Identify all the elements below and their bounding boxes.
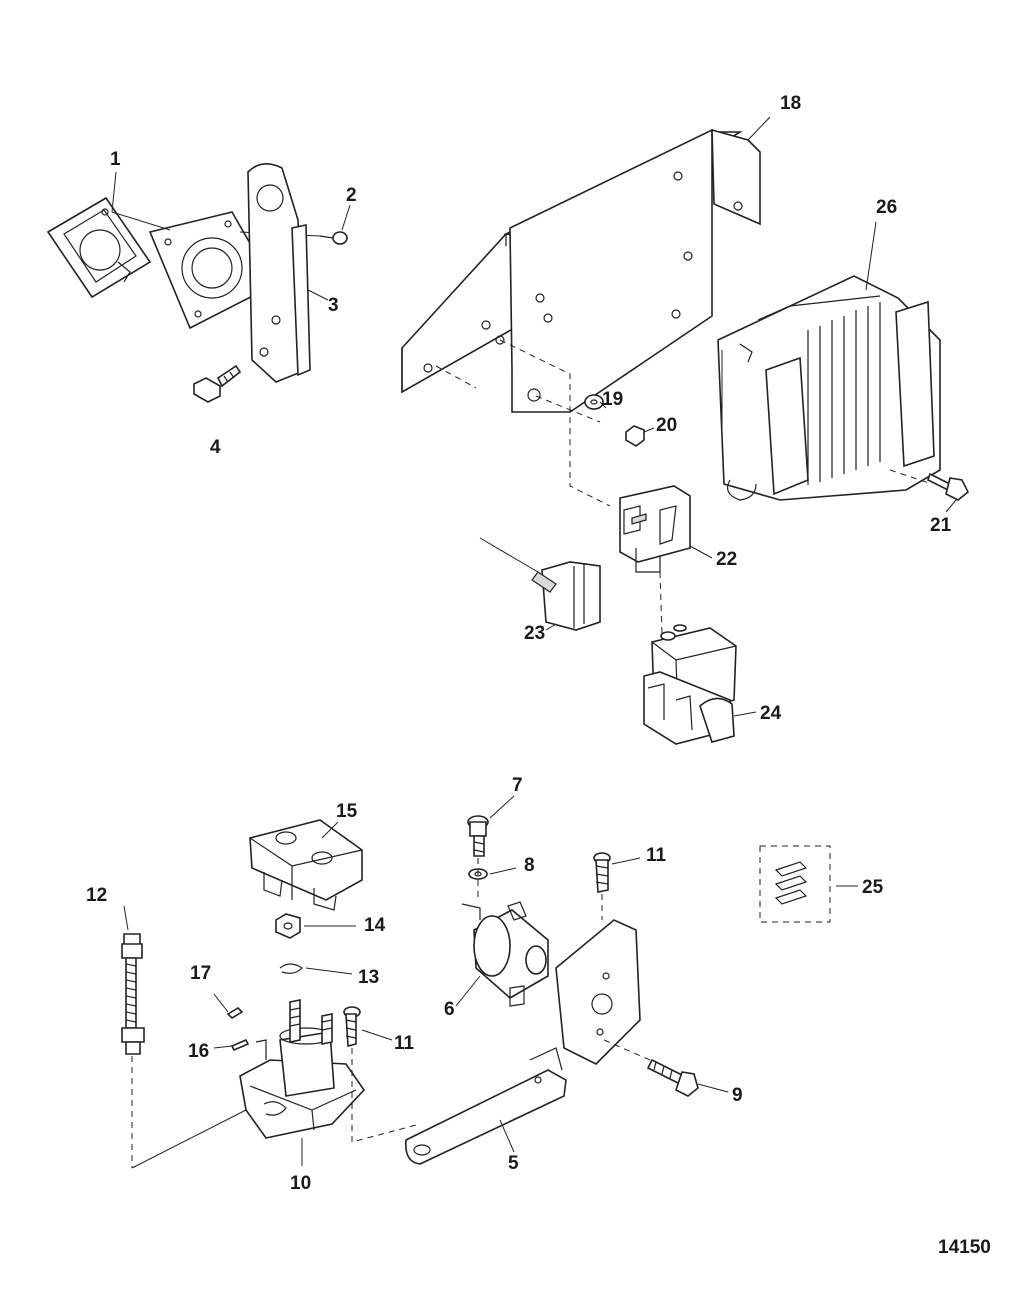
terminal-cover-part-15 [249, 819, 363, 911]
mounting-bracket-part-18 [401, 128, 761, 413]
callout-21: 21 [930, 515, 952, 536]
nut-part-14 [275, 913, 301, 939]
callout-20: 20 [656, 415, 678, 436]
callout-4: 4 [210, 437, 221, 458]
relay-part-24 [643, 624, 737, 745]
callout-17: 17 [190, 963, 212, 984]
callout-10: 10 [290, 1173, 312, 1194]
bolt-part-21 [927, 472, 970, 501]
callout-9: 9 [732, 1085, 743, 1106]
pin-part-16 [230, 1038, 250, 1052]
callout-13: 13 [358, 967, 380, 988]
callout-18: 18 [780, 93, 802, 114]
nut-part-20 [625, 425, 645, 447]
callout-2: 2 [346, 185, 357, 206]
callout-25: 25 [862, 877, 884, 898]
callout-8: 8 [524, 855, 535, 876]
detail-box-part-25 [759, 845, 831, 923]
callout-23: 23 [524, 623, 546, 644]
callout-26: 26 [876, 197, 898, 218]
callout-15: 15 [336, 801, 358, 822]
callout-19: 19 [602, 389, 624, 410]
callout-24: 24 [760, 703, 782, 724]
washer-part-13 [279, 963, 303, 974]
solenoid-part-10 [239, 999, 366, 1139]
clip-part-17 [226, 1006, 244, 1020]
callout-6: 6 [444, 999, 455, 1020]
screw-part-2 [319, 231, 348, 245]
callout-11-lower: 11 [394, 1033, 415, 1054]
relay-socket-part-22 [619, 485, 691, 573]
callout-1: 1 [110, 149, 121, 170]
screw-part-7 [467, 815, 489, 857]
bracket-part-3 [247, 163, 311, 383]
callout-7: 7 [512, 775, 523, 796]
figure-number: 14150 [938, 1237, 991, 1258]
screw-part-11-upper [593, 852, 611, 893]
washer-part-19 [584, 394, 604, 410]
callout-3: 3 [328, 295, 339, 316]
stud-part-12 [121, 933, 145, 1055]
callout-22: 22 [716, 549, 738, 570]
callout-14: 14 [364, 915, 386, 936]
bolt-part-4 [193, 364, 242, 403]
switch-part-6 [461, 901, 549, 1007]
screw-part-11-lower [343, 1006, 361, 1048]
callout-11-upper: 11 [646, 845, 667, 866]
gasket-part-1 [46, 196, 276, 330]
screw-part-9 [646, 1058, 699, 1097]
connector-part-23 [531, 561, 601, 631]
callout-5: 5 [508, 1153, 519, 1174]
control-module-part-26 [717, 275, 941, 501]
callout-16: 16 [188, 1041, 210, 1062]
callout-12: 12 [86, 885, 108, 906]
bracket-part-5 [404, 919, 641, 1165]
